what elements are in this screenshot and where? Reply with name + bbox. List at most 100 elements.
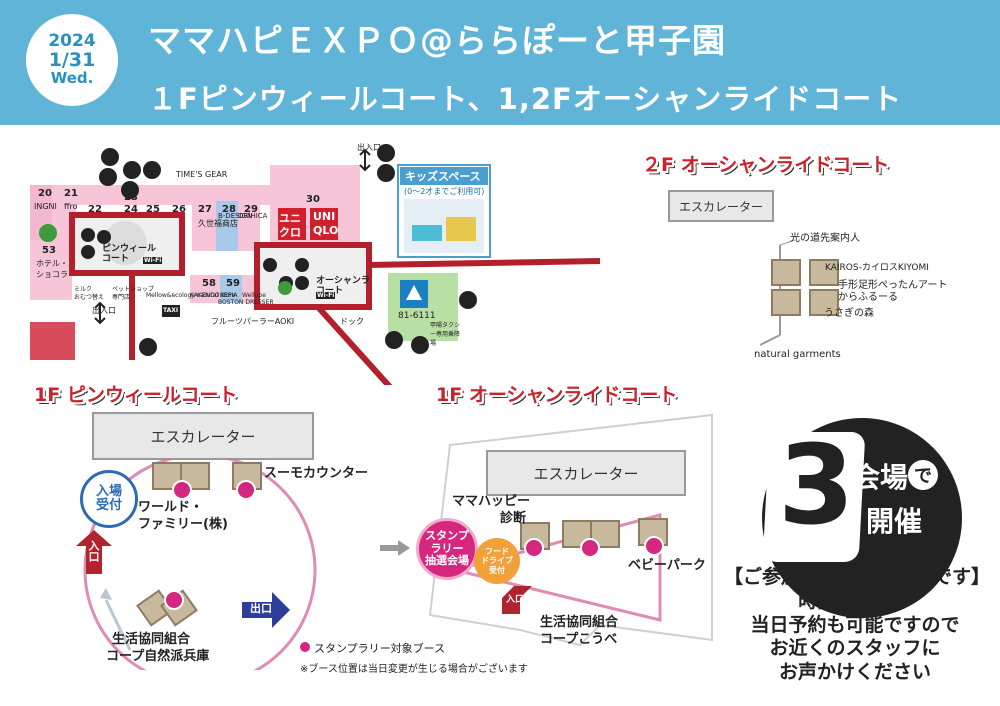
restroom-icon [99, 168, 117, 186]
legend-stamp-dot [300, 642, 310, 652]
ocean-stamp-dot-3 [644, 536, 664, 556]
booth-label-world-1: ワールド・ [138, 500, 204, 515]
phone-number: 81-6111 [398, 311, 436, 321]
ocean-2f-connector-line [368, 258, 601, 268]
pinwheel-flow-arrowhead [100, 588, 112, 600]
ocean-2f-booth-label-3b: からふるーる [838, 292, 898, 303]
ocean-2f-leader-1 [779, 239, 796, 246]
pin-shop-label-b: 専門店 [112, 294, 131, 301]
bird-icon [406, 285, 422, 300]
date-badge: 2024 1/31 Wed. [26, 14, 118, 106]
ocean-1f-walkpath [454, 513, 662, 622]
uniqlo-jp-2: クロ [279, 226, 301, 239]
ocean-entrance-arrow-icon [502, 586, 532, 614]
exit-arrow-text: 出口 [250, 602, 272, 615]
uniqlo-en-2: QLO [313, 224, 339, 237]
stamp-rally-text-1: スタンプ [425, 529, 469, 543]
recycle-icon-ocean [278, 281, 292, 295]
booth-label-coop-kobe-2: コープこうべ [540, 632, 618, 647]
ocean-icon-4 [295, 276, 309, 290]
notice-line-3: 当日予約も可能ですので [750, 613, 960, 636]
ocean-entrance-arrow-shape [502, 586, 532, 614]
store-label-wellube: Wellube [242, 292, 266, 299]
pinwheel-wifi-icon: Wi-Fi [143, 257, 163, 264]
ocean-1f-title: 1F オーシャンライドコート [436, 384, 678, 406]
ocean-1f-connector-line [315, 304, 393, 385]
store-block-58 [190, 275, 220, 303]
ocean-stamp-dot-2 [580, 538, 600, 558]
kids-space-title: キッズスペース [405, 170, 481, 183]
ocean-1f-escalator: エスカレーター [486, 450, 686, 496]
bicycle-icon-top [377, 144, 395, 162]
nursing-label-1: ミルク [74, 286, 93, 293]
store-num-22: 22 [88, 204, 102, 215]
ocean-2f-walkline-2 [759, 334, 781, 346]
recycle-icon-left [39, 224, 57, 242]
ocean-stamp-dot-1 [524, 538, 544, 558]
reservation-notice: 【ご参加には予約が必要です】 時間帯により 当日予約も可能ですので お近くのスタ… [724, 566, 991, 685]
ocean-map-label-2: コート [316, 285, 344, 296]
stamp-rally-text-2: ラリー [430, 541, 464, 555]
uniqlo-jp-1: ユニ [279, 212, 301, 225]
ocean-2f-booth-label-5: natural garments [754, 349, 841, 360]
booth-label-coop-hyogo-2: コープ自然派兵庫 [106, 649, 210, 664]
booth-label-coop-hyogo-1: 生活協同組合 [112, 632, 191, 647]
facility-icons [81, 144, 477, 356]
ocean-icon-1 [263, 258, 277, 272]
stamp-rally-text-3: 抽選会場 [425, 554, 469, 568]
ocean-2f-booth-label-3: 手形足形ぺったんアート [838, 280, 948, 291]
ocean-1f-layout [380, 413, 713, 647]
ocean-wifi-icon: Wi-Fi [316, 292, 336, 299]
entrance-top-label: 出入口 [357, 143, 381, 152]
store-label-bdesign: B-DESIGN [218, 212, 253, 220]
store-num-28: 28 [222, 204, 236, 215]
legend-note: ※ブース位置は当日変更が生じる場合がございます [300, 664, 528, 675]
store-num-53: 53 [42, 245, 56, 256]
notice-line-5: お声かけください [778, 661, 931, 683]
ocean-2f-title: ２F オーシャンライドコート [642, 154, 890, 176]
store-num-29: 29 [244, 204, 258, 215]
pinwheel-escalator: エスカレーター [92, 412, 314, 460]
store-block-27 [192, 201, 216, 251]
booth-label-baby-park: ベビーパーク [628, 558, 706, 573]
bicycle-icon-left [139, 338, 157, 356]
ocean-icon-2 [295, 258, 309, 272]
ocean-2f-booth-2 [771, 289, 801, 316]
parking-icon-top [377, 164, 395, 182]
store-label-orihica: ORIHICA [238, 212, 268, 220]
store-num-23: 23 [124, 192, 138, 203]
store-num-21: 21 [64, 188, 78, 199]
floor-map [30, 144, 601, 385]
booth-label-thermos: スーモカウンター [264, 466, 369, 481]
venues-number: 3 [778, 421, 855, 549]
parking-building [30, 322, 75, 360]
store-block-22 [76, 185, 106, 205]
booth-label-mama-happy-1: ママハッピー [452, 494, 531, 509]
store-block-59 [220, 275, 242, 303]
ocean-2f-escalator: エスカレーター [668, 190, 774, 222]
venues-text-2: 開催 [866, 505, 923, 538]
store-label-mellow: Mellow&ecology natural store [146, 292, 236, 299]
store-label-repia: REPIA [220, 292, 238, 299]
ocean-2f-booth-1 [771, 259, 801, 286]
reception-text-2: 受付 [95, 498, 122, 513]
booth-label-coop-kobe-1: 生活協同組合 [540, 615, 619, 630]
date-year: 2024 [48, 31, 96, 52]
pinwheel-1f-title: 1F ピンウィールコート [34, 384, 238, 406]
store-label-ingni: INGNI [34, 202, 57, 211]
ocean-map-label: オーシャンラ コート [316, 276, 370, 297]
exit-arrow-shape [242, 592, 290, 628]
kids-space-header [400, 167, 488, 185]
store-block-53 [30, 240, 72, 300]
ocean-2f-booth-label-4: うさぎの森 [824, 308, 874, 319]
parking-icon-bottom [411, 336, 429, 354]
elevator-icon [101, 148, 119, 166]
ocean-entrance-text: 入口 [506, 595, 525, 605]
ocean-1f-outline [428, 413, 713, 647]
booth-label-world-2: ファミリー(株) [138, 517, 228, 532]
pin-shop-label-a: ペットショップ [112, 286, 155, 293]
ocean-2f-booth-3 [809, 259, 839, 286]
bicycle-icon-bottom [385, 331, 403, 349]
food-drive-text-1: フード [485, 546, 509, 556]
notice-line-1: 【ご参加には予約が必要です】 [724, 566, 991, 588]
